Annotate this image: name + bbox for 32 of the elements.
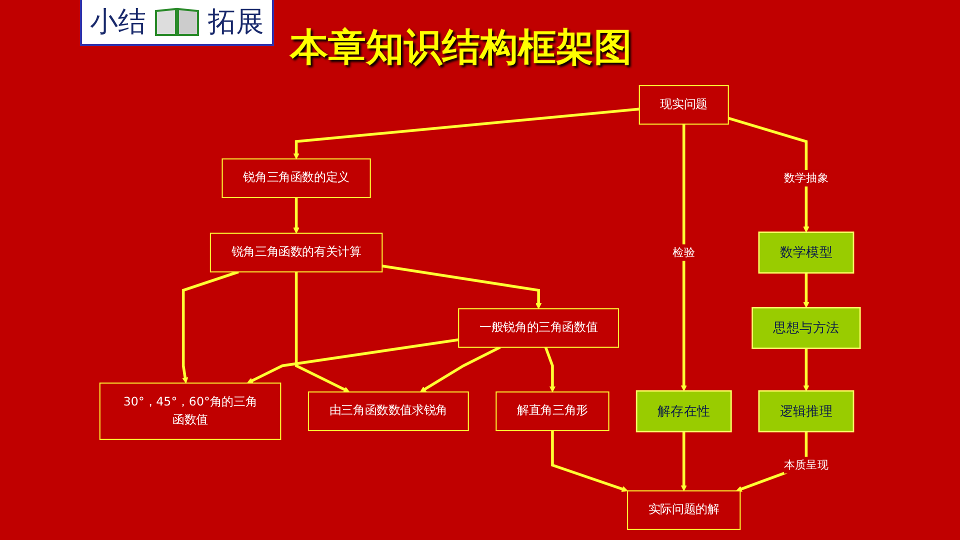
arrow	[680, 432, 687, 492]
arrow	[182, 270, 239, 384]
arrow	[728, 116, 810, 233]
node-box: 锐角三角函数的定义	[222, 158, 371, 198]
node-box: 数学模型	[758, 232, 854, 274]
arrow	[246, 338, 459, 384]
node-box: 锐角三角函数的有关计算	[210, 232, 383, 272]
arrow	[551, 430, 628, 492]
node-box: 思想与方法	[752, 306, 861, 350]
edge-label: 检验	[672, 246, 695, 259]
badge-text: 小结	[90, 4, 146, 40]
edge-label: 数学抽象	[784, 171, 828, 184]
node-box: 逻辑推理	[758, 390, 854, 432]
node-box: 由三角函数数值求锐角	[308, 391, 469, 432]
badge-text: 拓展	[208, 4, 264, 40]
arrow	[294, 272, 350, 392]
node-box: 30°，45°，60°角的三角函数值	[99, 382, 282, 440]
arrow	[803, 348, 810, 392]
arrow	[382, 264, 542, 309]
node-box: 现实问题	[638, 85, 729, 125]
edge-label: 本质呈现	[784, 458, 828, 472]
arrow	[420, 346, 501, 392]
node-box: 一般锐角的三角函数值	[458, 308, 620, 348]
node-box: 解直角三角形	[496, 391, 610, 432]
arrow	[803, 272, 810, 308]
title: 本章知识结构框架图	[290, 24, 632, 71]
arrow	[680, 124, 687, 392]
arrow	[293, 197, 300, 234]
arrow	[544, 346, 556, 392]
node-box: 实际问题的解	[627, 490, 741, 530]
arrow	[293, 108, 640, 160]
node-box: 解存在性	[636, 390, 732, 432]
